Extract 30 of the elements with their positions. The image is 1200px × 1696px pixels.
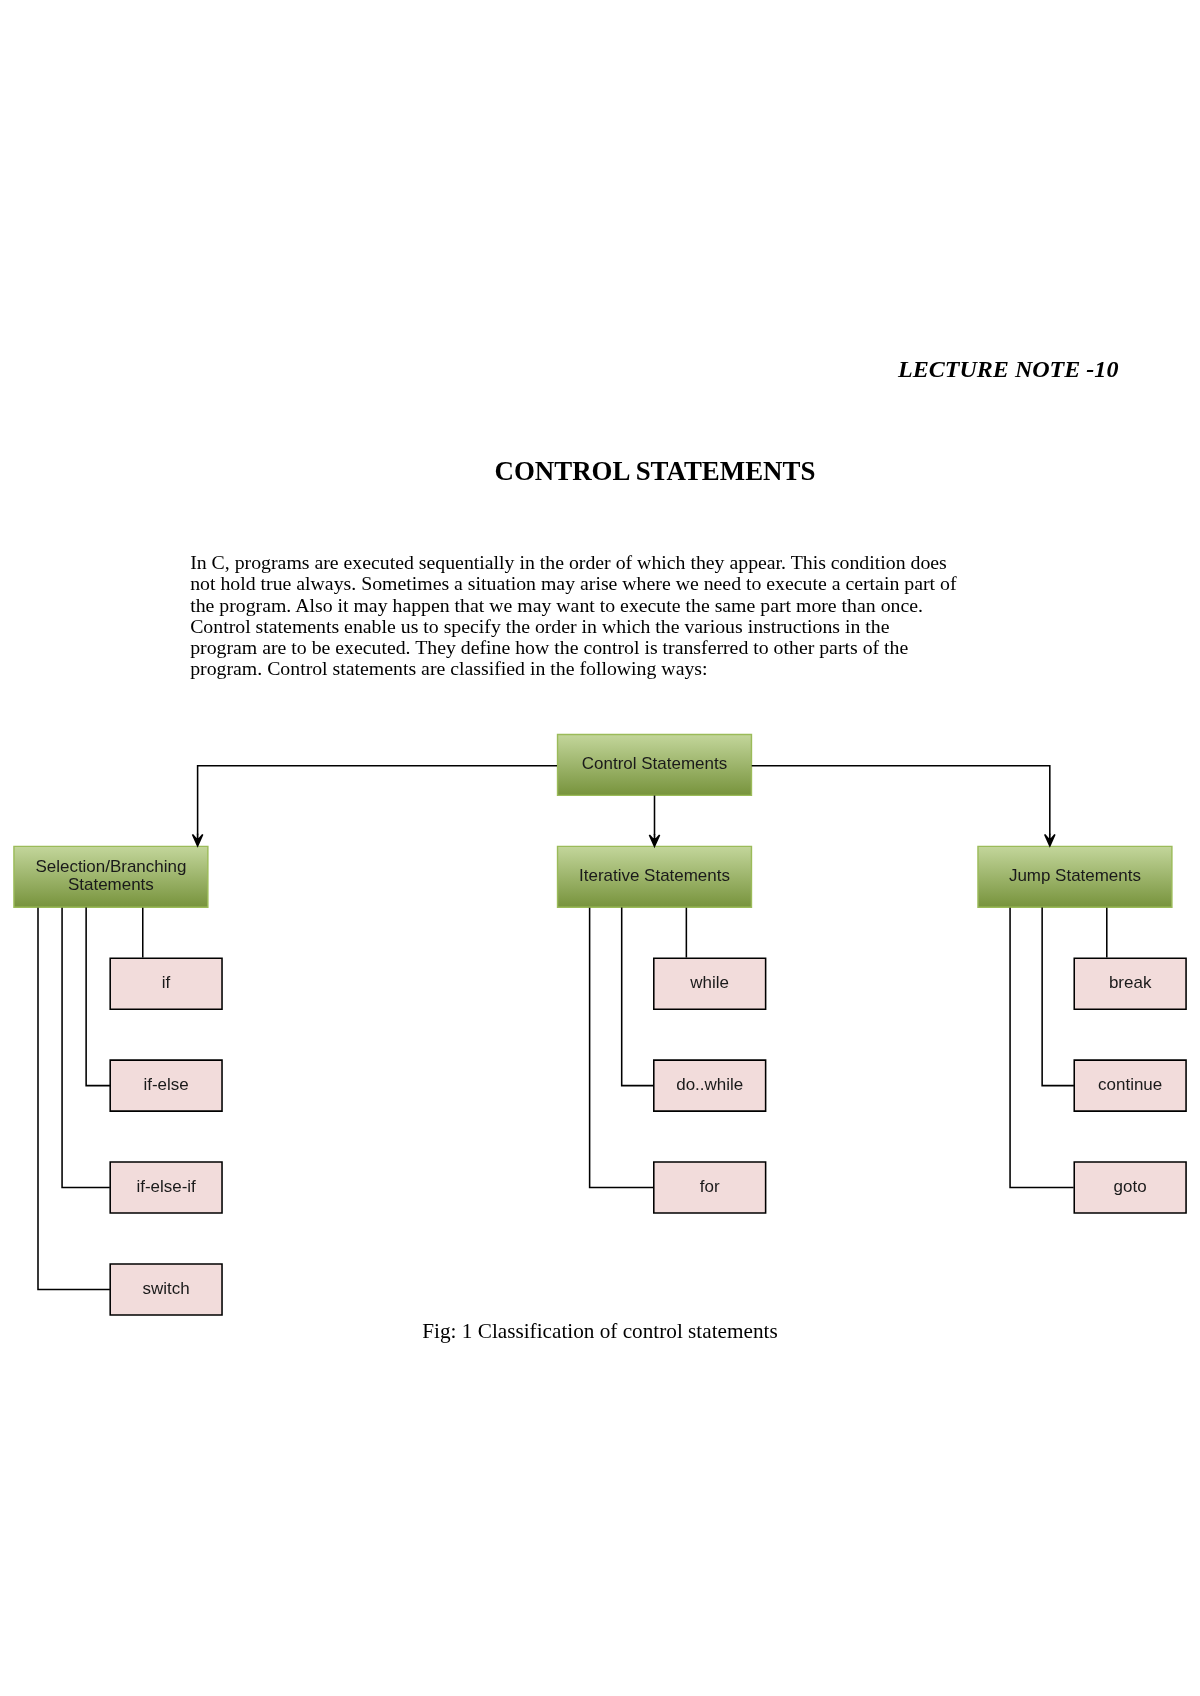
node-box: Control Statements	[556, 733, 753, 796]
node-box: Selection/Branching Statements	[13, 845, 209, 908]
node-box: while	[653, 956, 767, 1010]
arrow	[191, 764, 558, 847]
connector	[1041, 906, 1075, 1086]
connector	[1009, 906, 1075, 1188]
connector	[61, 906, 111, 1188]
label: LECTURE NOTE -10	[897, 355, 1119, 382]
connector	[588, 906, 654, 1188]
arrow	[750, 764, 1056, 847]
node-box: if-else	[109, 1058, 223, 1112]
label: In C, programs are executed sequentially in the order of which they appear. This condition does not hold true always. Sometimes a situation may arise where we need to execute a certain part of the program. Also it may happen that we may want to execute the same part more than once. Control statements enable us to specify the order in which the various instructions in the program are to be executed. They define how the control is transferred to other parts of the program. Control statements are classified in the following ways:	[190, 550, 957, 679]
arrow	[648, 794, 661, 847]
caption: Fig: 1 Classification of control statements	[422, 1318, 778, 1343]
node-box: Iterative Statements	[556, 845, 753, 908]
node-box: if-else-if	[109, 1160, 223, 1214]
node-box: goto	[1073, 1160, 1187, 1214]
node-box: break	[1073, 956, 1187, 1010]
connector	[37, 906, 111, 1290]
connector	[685, 906, 688, 958]
diagram-title: CONTROL STATEMENTS	[494, 455, 816, 486]
node-box: switch	[109, 1262, 223, 1316]
node-box: for	[653, 1160, 767, 1214]
node-box: Jump Statements	[977, 845, 1173, 908]
connector	[141, 906, 144, 958]
node-box: continue	[1073, 1058, 1187, 1112]
connector	[1106, 906, 1108, 958]
node-box: do..while	[653, 1058, 767, 1112]
node-box: if	[109, 956, 223, 1010]
connector	[620, 906, 655, 1086]
